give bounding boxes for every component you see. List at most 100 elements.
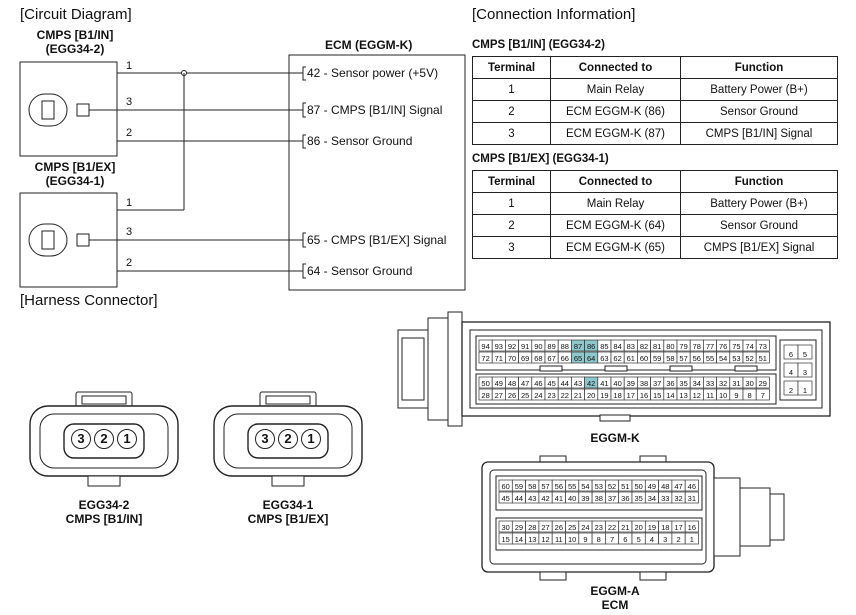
pin-number: 47 <box>674 482 682 491</box>
pin-number: 6 <box>789 350 793 359</box>
s2-pin3-label: 3 <box>126 226 133 238</box>
connection-table-1: Terminal Connected to Function 1 Main Re… <box>472 56 838 145</box>
pin-number: 34 <box>693 379 701 388</box>
pin-number: 1 <box>690 535 694 544</box>
pin-number: 51 <box>759 354 767 363</box>
pin-number: 35 <box>679 379 687 388</box>
cell: ECM EGGM-K (65) <box>550 236 681 259</box>
s2-pin1-label: 1 <box>126 197 133 209</box>
pin-number: 48 <box>508 379 516 388</box>
pin-number: 23 <box>547 391 555 400</box>
pin-number: 32 <box>674 494 682 503</box>
pin-number: 64 <box>587 354 595 363</box>
pin-number: 44 <box>561 379 569 388</box>
pin-number: 83 <box>627 342 635 351</box>
pin-number: 27 <box>495 391 503 400</box>
pin-number: 7 <box>761 391 765 400</box>
pin-number: 79 <box>679 342 687 351</box>
pin-number: 37 <box>608 494 616 503</box>
circuit-diagram <box>19 54 466 291</box>
pin-cell <box>684 520 699 533</box>
ecm-terminal-42 <box>302 66 306 81</box>
pin-number: 38 <box>595 494 603 503</box>
pin-cell <box>755 376 770 389</box>
pin-number: 77 <box>706 342 714 351</box>
pin-number: 92 <box>508 342 516 351</box>
ecm-line-64: 64 - Sensor Ground <box>307 264 413 278</box>
conn1-name: CMPS [B1/IN] <box>65 512 143 526</box>
pin-number: 59 <box>653 354 661 363</box>
ecm-terminal-87 <box>302 102 306 118</box>
pin-number: 60 <box>640 354 648 363</box>
pin-number: 30 <box>501 523 509 532</box>
pin-cell <box>755 388 770 401</box>
conn2-caption: EGG34-1 CMPS [B1/EX] <box>228 498 348 526</box>
eggm-k-connector <box>397 311 831 427</box>
pin-number: 32 <box>719 379 727 388</box>
cell: ECM EGGM-K (87) <box>550 122 681 145</box>
pin-number: 2 <box>676 535 680 544</box>
pin-cell <box>755 339 770 352</box>
table-header-row: Terminal Connected to Function <box>472 170 838 193</box>
pin-number: 44 <box>515 494 523 503</box>
pin-number: 21 <box>574 391 582 400</box>
pin-number: 56 <box>693 354 701 363</box>
pin-number: 27 <box>541 523 549 532</box>
pin-number: 5 <box>637 535 641 544</box>
pin-number: 20 <box>587 391 595 400</box>
sensor1-hall-element <box>28 93 68 127</box>
cell: Battery Power (B+) <box>680 78 838 101</box>
pin-number: 5 <box>803 350 807 359</box>
pin-3: 3 <box>255 429 275 449</box>
pin-number: 55 <box>568 482 576 491</box>
pin-number: 62 <box>613 354 621 363</box>
pin-number: 36 <box>666 379 674 388</box>
s1-pin1-label: 1 <box>126 60 133 72</box>
s1-pin2-label: 2 <box>126 127 133 139</box>
pin-1: 1 <box>117 429 137 449</box>
pin-number: 46 <box>688 482 696 491</box>
pin-number: 73 <box>759 342 767 351</box>
pin-number: 51 <box>621 482 629 491</box>
pin-cell <box>684 532 699 545</box>
pin-number: 86 <box>587 342 595 351</box>
cell: Sensor Ground <box>680 214 838 237</box>
pin-number: 65 <box>574 354 582 363</box>
pin-number: 46 <box>534 379 542 388</box>
pin-number: 93 <box>495 342 503 351</box>
pin-number: 70 <box>508 354 516 363</box>
pin-number: 9 <box>734 391 738 400</box>
pin-number: 7 <box>610 535 614 544</box>
pin-number: 29 <box>515 523 523 532</box>
conn2-name: CMPS [B1/EX] <box>247 512 329 526</box>
pin-number: 76 <box>719 342 727 351</box>
table-row: 2 ECM EGGM-K (86) Sensor Ground <box>472 100 838 123</box>
pin-number: 34 <box>648 494 656 503</box>
ecm-label: ECM <box>601 598 629 612</box>
pin-number: 55 <box>706 354 714 363</box>
pin-cell <box>684 491 699 504</box>
pin-number: 40 <box>613 379 621 388</box>
header-connected-to: Connected to <box>550 170 681 193</box>
pin-number: 69 <box>521 354 529 363</box>
pin-number: 80 <box>666 342 674 351</box>
connection-table-2: Terminal Connected to Function 1 Main Re… <box>472 170 838 259</box>
pin-number: 87 <box>574 342 582 351</box>
pin-number: 59 <box>515 482 523 491</box>
pin-number: 41 <box>600 379 608 388</box>
pin-number: 31 <box>688 494 696 503</box>
pin-number: 16 <box>688 523 696 532</box>
pin-number: 23 <box>595 523 603 532</box>
circuit-diagram-heading: [Circuit Diagram] <box>20 6 132 23</box>
pin-number: 28 <box>481 391 489 400</box>
pin-number: 88 <box>561 342 569 351</box>
pin-number: 12 <box>541 535 549 544</box>
pin-number: 57 <box>679 354 687 363</box>
pin-number: 66 <box>561 354 569 363</box>
pin-number: 24 <box>534 391 542 400</box>
header-function: Function <box>680 56 838 79</box>
ecm-terminal-64 <box>302 263 306 279</box>
pin-number: 40 <box>568 494 576 503</box>
